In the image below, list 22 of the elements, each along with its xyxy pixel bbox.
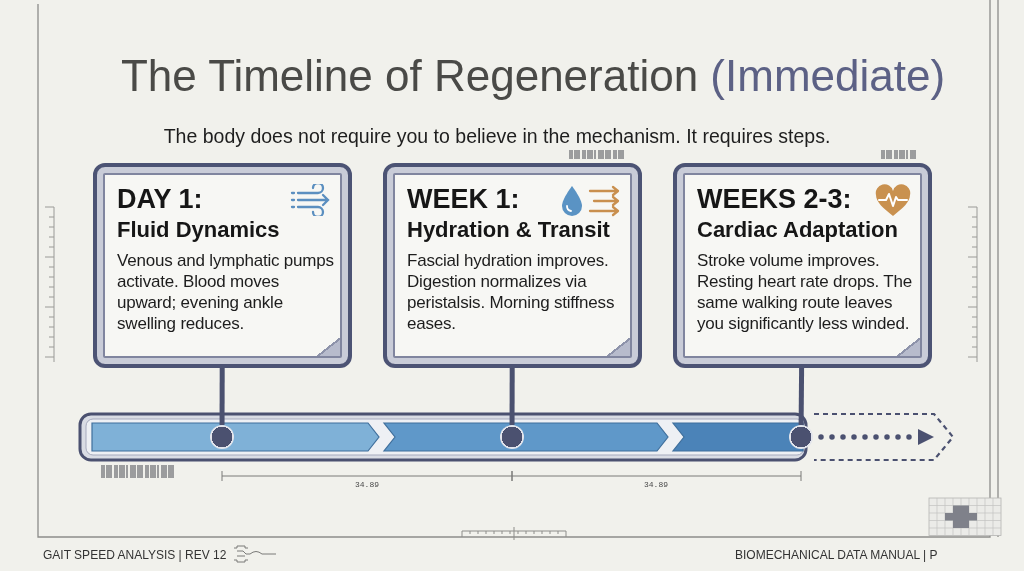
connector-line <box>509 368 515 425</box>
title: The Timeline of Regeneration (Immediate) <box>120 50 946 102</box>
card-body: Fascial hydration improves. Digestion normalizes via peristalsis. Morning stiffness eases. <box>407 250 616 334</box>
footer-text: GAIT SPEED ANALYSIS | REV 12 <box>43 548 227 562</box>
card-heading: WEEK 1: <box>407 184 520 215</box>
card-subheading: Cardiac Adaptation <box>697 216 898 243</box>
card-heading: DAY 1: <box>117 184 203 215</box>
timeline-dot <box>789 425 813 449</box>
card-body: Stroke volume improves. Resting heart rate drops. The same walking route leaves you significantly less winded. <box>697 250 913 334</box>
card-subheading: Fluid Dynamics <box>117 216 280 243</box>
footer-text: BIOMECHANICAL DATA MANUAL | P <box>735 548 938 562</box>
timeline-card <box>93 163 352 368</box>
timeline-card <box>673 163 932 368</box>
card-subheading: Hydration & Transit <box>407 216 610 243</box>
connector-line <box>219 368 225 425</box>
dimension-label: 34.89 <box>355 480 379 489</box>
dimension-label: 34.89 <box>644 480 668 489</box>
subtitle: The body does not require you to believe in the mechanism. It requires steps. <box>163 125 831 148</box>
connector-line <box>798 368 805 426</box>
timeline-card <box>383 163 642 368</box>
card-heading: WEEKS 2-3: <box>697 184 852 215</box>
card-body: Venous and lymphatic pumps activate. Blood moves upward; evening ankle swelling reduces. <box>117 250 334 334</box>
